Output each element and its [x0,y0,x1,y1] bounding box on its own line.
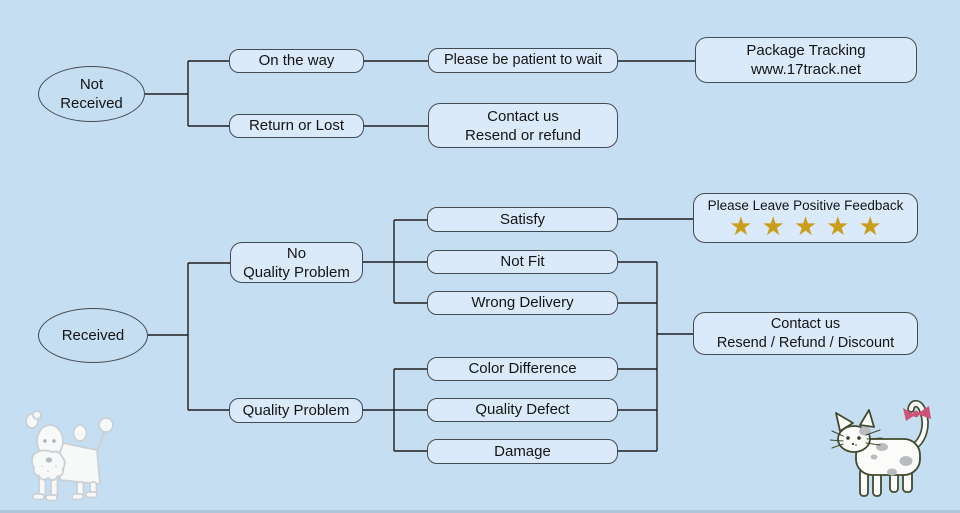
node-positive-feedback: Please Leave Positive Feedback ★★★★★ [693,193,918,243]
node-no-quality-problem: No Quality Problem [230,242,363,283]
not-received-line1: Not [79,76,104,93]
package-tracking-url: www.17track.net [750,61,862,78]
connector-received-branch [148,219,427,452]
contact-bottom-line2: Resend / Refund / Discount [716,334,895,351]
contact-bottom-line1: Contact us [770,315,841,332]
star-rating-icon: ★★★★★ [729,212,891,242]
no-quality-problem-line2: Quality Problem [243,263,350,281]
contact-top-line2: Resend or refund [465,126,581,144]
connector-not-received-branch [145,60,695,127]
connector-contact-merge [618,218,693,452]
received-label: Received [61,327,125,344]
node-quality-problem: Quality Problem [229,398,363,423]
dog-doodle-icon [25,410,114,502]
node-return-or-lost: Return or Lost [229,114,364,138]
bottom-edge-shadow [0,510,960,513]
contact-top-line1: Contact us [487,107,559,125]
not-received-line2: Received [60,95,123,112]
node-contact-resend-refund-discount: Contact us Resend / Refund / Discount [693,312,918,355]
no-quality-problem-line1: No [286,244,307,262]
node-color-difference: Color Difference [427,357,618,381]
node-satisfy: Satisfy [427,207,618,232]
node-package-tracking: Package Tracking www.17track.net [695,37,917,83]
node-be-patient: Please be patient to wait [428,48,618,73]
cat-doodle-icon [830,400,931,497]
node-not-received: Not Received [38,66,145,122]
node-not-fit: Not Fit [427,250,618,274]
package-tracking-line1: Package Tracking [746,42,866,59]
node-quality-defect: Quality Defect [427,398,618,422]
node-on-the-way: On the way [229,49,364,73]
node-contact-resend-refund: Contact us Resend or refund [428,103,618,148]
node-wrong-delivery: Wrong Delivery [427,291,618,315]
node-damage: Damage [427,439,618,464]
node-received: Received [38,308,148,363]
feedback-label: Please Leave Positive Feedback [707,198,904,213]
